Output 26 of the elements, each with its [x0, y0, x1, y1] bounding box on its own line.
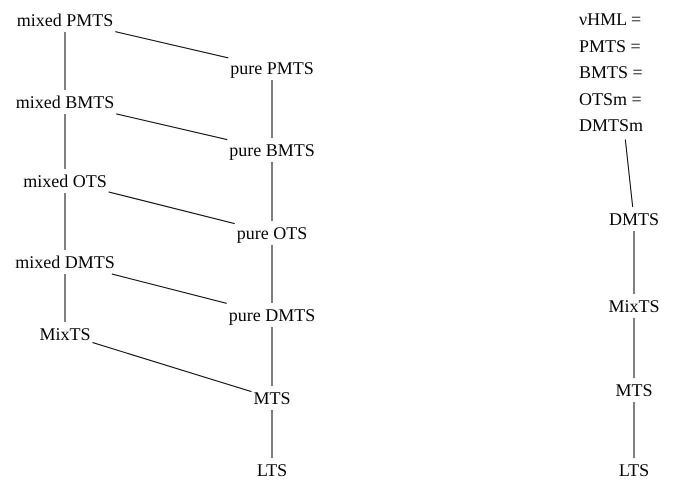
node-label: mixed BMTS	[14, 90, 116, 114]
node-label: mixed OTS	[21, 169, 109, 193]
node-label: pure BMTS	[227, 138, 317, 162]
node-label: pure DMTS	[226, 303, 318, 327]
node-label: LTS	[616, 458, 652, 482]
node-label: νHML = PMTS = BMTS = OTSm = DMTSm	[577, 5, 659, 140]
node-label: MTS	[614, 378, 654, 402]
connector-line	[92, 342, 252, 392]
connector-line	[64, 32, 66, 90]
connector-line	[64, 114, 66, 170]
connector-line	[116, 113, 228, 140]
node-label: MixTS	[606, 294, 662, 318]
connector-line	[108, 192, 236, 224]
node-label: MixTS	[38, 322, 92, 346]
node-label: mixed PMTS	[14, 8, 116, 32]
connector-line	[111, 274, 228, 304]
node-label: LTS	[254, 458, 290, 482]
connector-line	[64, 274, 66, 322]
node-label: DMTS	[607, 207, 661, 231]
node-label: pure OTS	[234, 221, 310, 245]
node-label: pure PMTS	[228, 56, 316, 80]
node-label: mixed DMTS	[13, 250, 117, 274]
connector-line	[114, 31, 229, 58]
connector-line	[64, 192, 66, 250]
connector-line	[624, 139, 634, 208]
node-label: MTS	[252, 386, 292, 410]
